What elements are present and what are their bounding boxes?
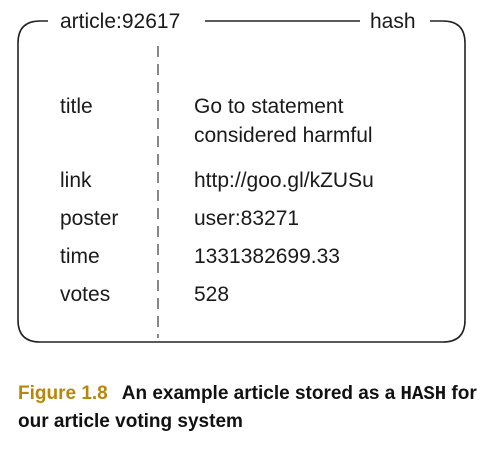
- field-key: poster: [60, 207, 118, 230]
- field-value-line: user:83271: [194, 207, 299, 230]
- field-key: votes: [60, 283, 110, 306]
- caption-text-after: for our article voting system: [18, 383, 477, 432]
- hash-field-poster: poster user:83271: [60, 207, 299, 230]
- field-key: link: [60, 169, 92, 192]
- hash-box-outline: [17, 20, 466, 343]
- field-value-line: considered harmful: [194, 124, 373, 147]
- hash-field-title: title Go to statement considered harmful: [60, 95, 373, 147]
- field-value-line: Go to statement: [194, 95, 344, 118]
- figure-label: Figure 1.8: [18, 383, 108, 404]
- field-key: time: [60, 245, 100, 268]
- caption-text-before: An example article stored as a: [121, 383, 401, 404]
- hash-field-link: link http://goo.gl/kZUSu: [60, 169, 374, 192]
- figure-caption: Figure 1.8 An example article stored as a…: [18, 380, 478, 436]
- field-key: title: [60, 95, 93, 118]
- hash-diagram: article:92617 hash title Go to statement…: [17, 10, 466, 343]
- field-value-line: 1331382699.33: [194, 245, 340, 268]
- hash-type-label: hash: [370, 10, 416, 33]
- hash-field-time: time 1331382699.33: [60, 245, 340, 268]
- hash-key-name: article:92617: [60, 10, 180, 33]
- caption-code-word: HASH: [400, 383, 447, 405]
- field-value-line: 528: [194, 283, 229, 306]
- field-value-line: http://goo.gl/kZUSu: [194, 169, 374, 192]
- hash-field-votes: votes 528: [60, 283, 229, 306]
